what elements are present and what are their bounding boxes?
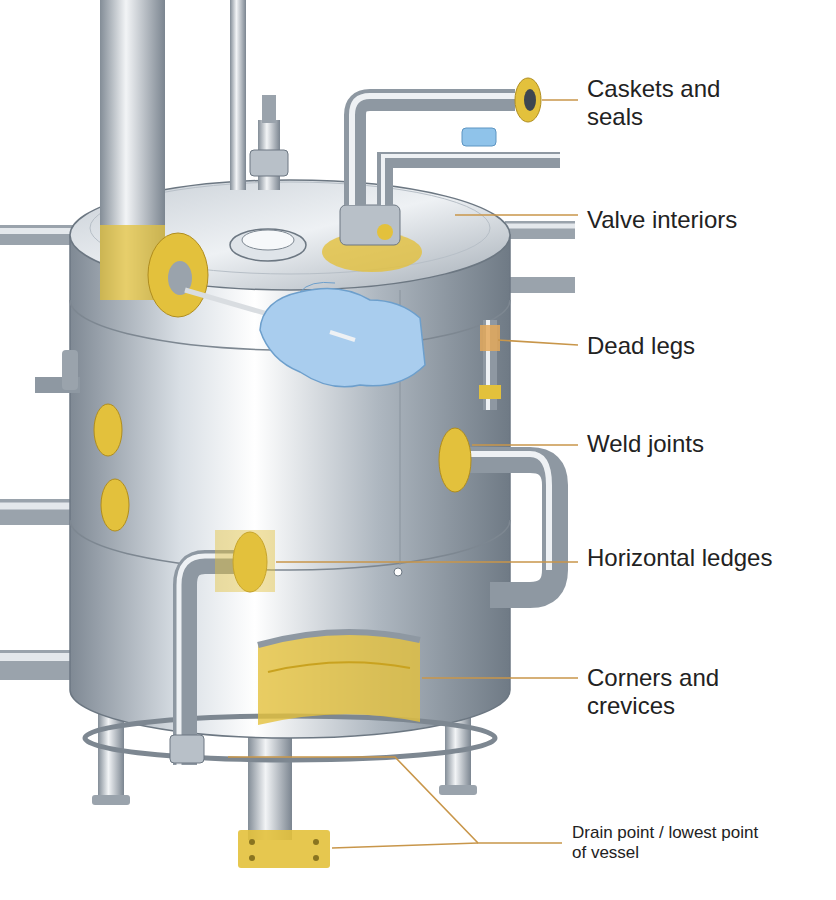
- piping: [35, 78, 560, 765]
- part-label: Corners and crevices: [587, 664, 787, 719]
- leader-lines-part: [498, 340, 578, 345]
- top-fittings-part: [262, 95, 276, 123]
- support-legs-part: [439, 785, 477, 795]
- part-label: Dead legs: [587, 332, 827, 360]
- piping-part: [101, 479, 129, 531]
- background-pipes-part: [505, 221, 575, 239]
- piping-part: [62, 350, 78, 390]
- leader-lines-part: [276, 561, 578, 563]
- vessel-body: [70, 180, 510, 760]
- top-fittings-part: [230, 0, 246, 190]
- top-fittings-part: [250, 150, 288, 176]
- piping-part: [470, 454, 549, 570]
- piping-part: [385, 160, 560, 205]
- part-label: Drain point / lowest point of vessel: [572, 823, 767, 862]
- top-fittings: [100, 0, 422, 300]
- piping-part: [352, 96, 515, 205]
- background-pipes-part: [0, 225, 75, 245]
- top-fittings-part: [340, 205, 400, 245]
- corner-window: [258, 632, 420, 725]
- leader-lines-part: [472, 444, 578, 446]
- part-label: Horizontal ledges: [587, 544, 827, 572]
- gloved-hand-swab-part: [260, 288, 425, 386]
- support-legs-part: [313, 839, 319, 845]
- leader-lines-part: [455, 214, 578, 216]
- piping-part: [515, 78, 541, 122]
- piping-part: [470, 460, 555, 595]
- corner-window-part: [258, 632, 420, 645]
- part-label: Valve interiors: [587, 206, 827, 234]
- leader-lines-part: [542, 99, 578, 101]
- support-legs-part: [92, 795, 130, 805]
- piping-part: [462, 128, 496, 146]
- leader-lines: [228, 100, 578, 848]
- piping-part: [215, 530, 275, 592]
- background-pipes-part: [505, 277, 575, 293]
- gloved-hand-swab-part: [330, 332, 355, 340]
- part-label: Caskets and seals: [587, 75, 757, 130]
- part-label: Weld joints: [587, 430, 827, 458]
- piping-part: [480, 325, 500, 351]
- vessel-body-part: [85, 716, 495, 760]
- top-fittings-part: [377, 224, 393, 240]
- support-legs-part: [313, 855, 319, 861]
- gloved-hand-swab-part: [300, 282, 335, 292]
- piping-part: [479, 385, 501, 399]
- top-fittings-part: [242, 230, 294, 250]
- piping-part: [439, 428, 471, 492]
- corner-window-part: [268, 662, 410, 672]
- gloved-hand-swab: [185, 282, 425, 386]
- background-pipes-part: [0, 228, 75, 234]
- leader-lines-part: [332, 843, 478, 848]
- piping-part: [148, 233, 208, 317]
- top-fittings-part: [230, 229, 306, 261]
- leader-lines-part: [422, 677, 578, 679]
- vessel-body-part: [394, 568, 402, 576]
- background-pipes-part: [505, 224, 575, 229]
- corner-window-part: [258, 632, 420, 725]
- support-legs-part: [249, 855, 255, 861]
- piping-part: [524, 89, 536, 111]
- vessel-body-part: [70, 235, 510, 738]
- support-legs-part: [238, 830, 330, 868]
- piping-part: [94, 404, 122, 456]
- support-legs-part: [249, 839, 255, 845]
- piping-part: [383, 156, 560, 205]
- piping-part: [170, 735, 204, 763]
- leader-lines-part: [228, 757, 562, 843]
